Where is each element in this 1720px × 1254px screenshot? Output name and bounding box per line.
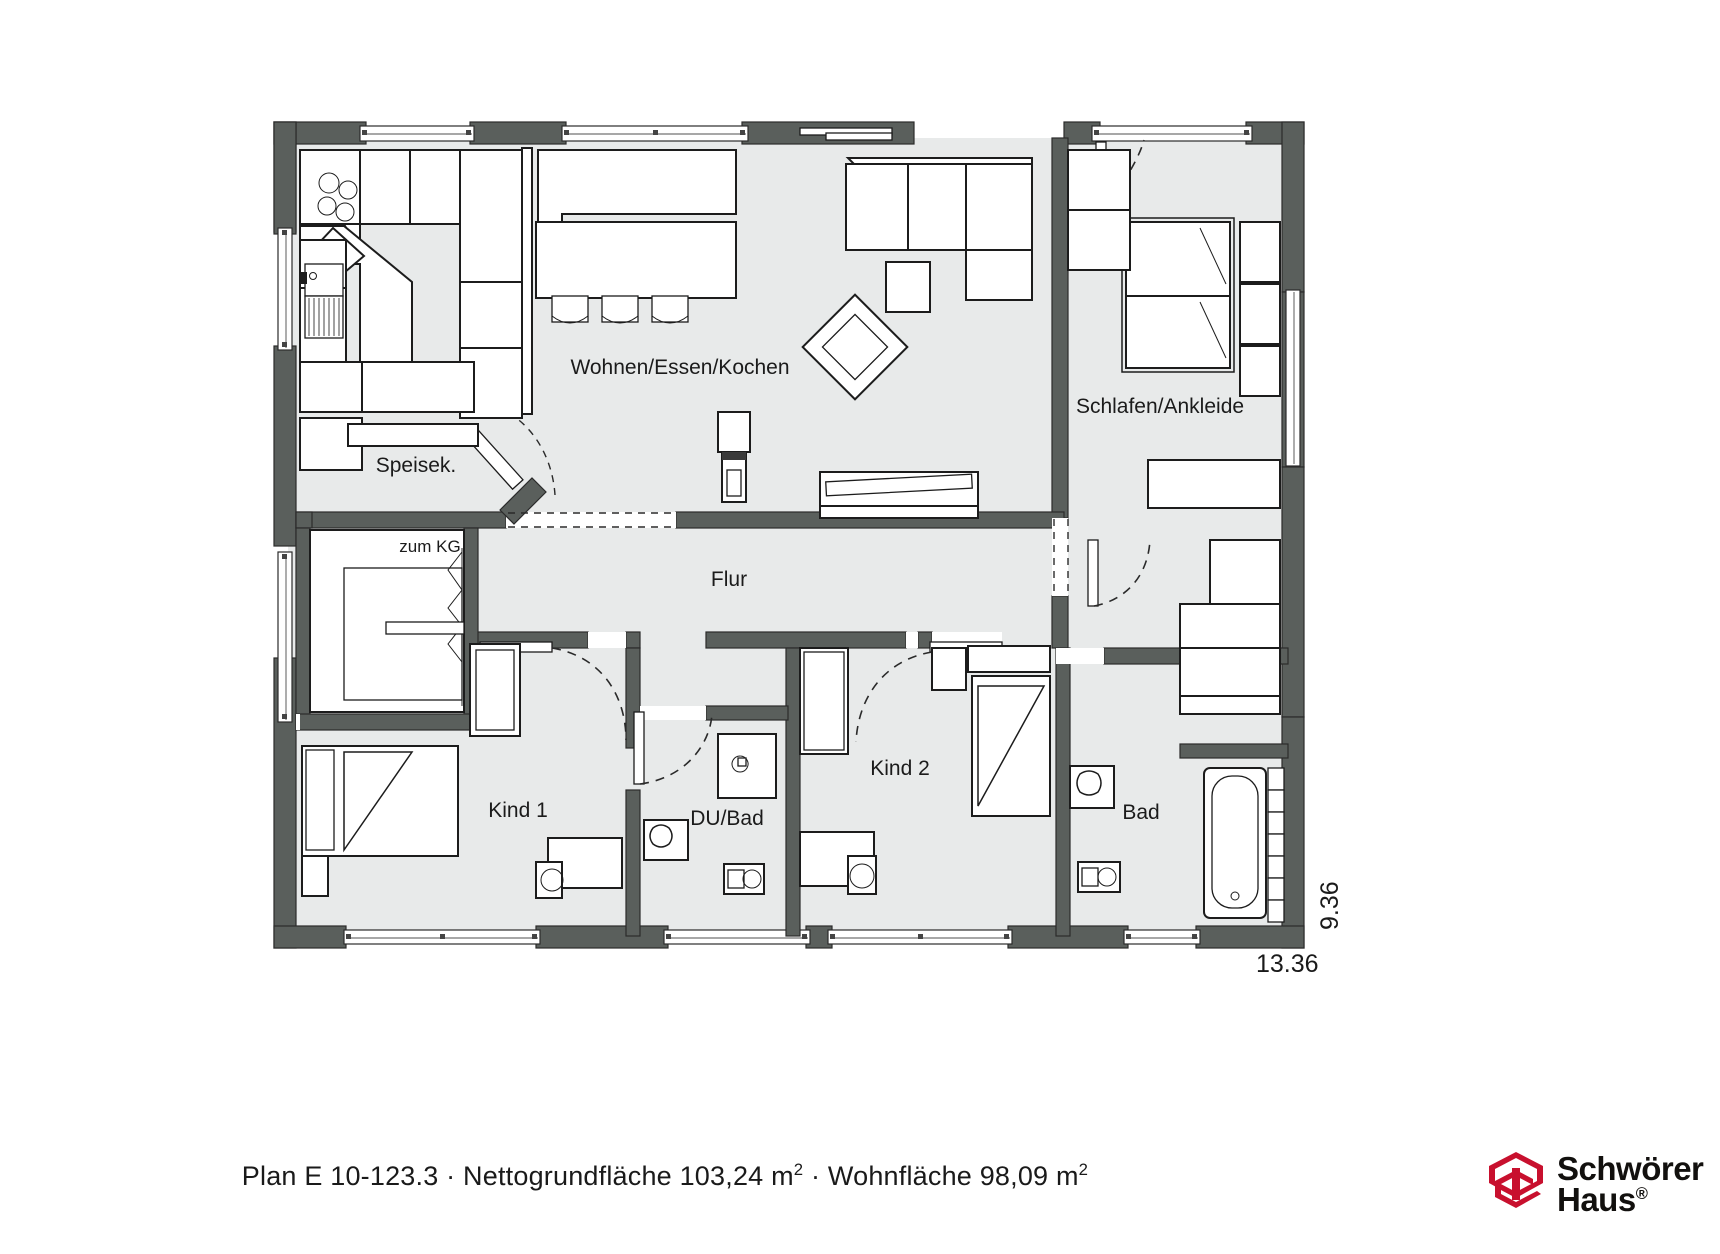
caption-net-area-exponent: 2 xyxy=(793,1160,804,1179)
window-top-3 xyxy=(1091,125,1253,142)
utility-stairs xyxy=(309,529,521,737)
kitchen-furniture xyxy=(299,147,533,471)
window-bottom-1 xyxy=(343,929,541,945)
room-label-schlafen: Schlafen/Ankleide xyxy=(1076,395,1244,418)
room-label-flur: Flur xyxy=(711,568,747,591)
windows xyxy=(277,125,1301,945)
room-label-kind2: Kind 2 xyxy=(870,757,930,780)
dimension-height-label: 9.36 xyxy=(1316,881,1344,930)
window-bottom-3 xyxy=(827,929,1013,945)
armchair xyxy=(801,293,909,401)
caption-net-area-label: Nettogrundfläche xyxy=(463,1161,672,1191)
kind1-furniture xyxy=(301,745,623,899)
window-top-1 xyxy=(359,125,475,142)
brand-line-1: Schwörer xyxy=(1557,1149,1704,1187)
brand-logo: Schwörer Haus® xyxy=(1485,1149,1704,1218)
window-bottom-4 xyxy=(1123,929,1201,945)
sideboard xyxy=(819,471,979,519)
brand-wordmark: Schwörer Haus® xyxy=(1557,1149,1704,1218)
caption-separator-2: · xyxy=(803,1161,828,1191)
exterior-walls xyxy=(273,121,1305,949)
plan-caption: Plan E 10-123.3 · Nettogrundfläche 103,2… xyxy=(0,1160,1330,1192)
room-label-kind1: Kind 1 xyxy=(488,799,548,822)
window-top-2 xyxy=(561,125,749,142)
caption-separator-1: · xyxy=(438,1161,464,1191)
dining-furniture xyxy=(535,149,737,324)
room-label-bad: Bad xyxy=(1122,801,1159,824)
living-room-furniture xyxy=(717,157,1033,503)
tile-strip xyxy=(1267,767,1285,923)
window-left-1 xyxy=(277,227,293,351)
kind2-furniture xyxy=(799,645,1051,895)
bad-fixtures xyxy=(1069,647,1285,923)
dimension-width-label: 13.36 xyxy=(1256,950,1319,978)
caption-net-area-value: 103,24 m xyxy=(679,1161,794,1191)
room-label-wohnen: Wohnen/Essen/Kochen xyxy=(570,356,789,379)
brand-line-2-wrap: Haus® xyxy=(1557,1181,1703,1218)
dubad-fixtures xyxy=(643,733,777,895)
caption-plan-id: Plan E 10-123.3 xyxy=(241,1161,439,1191)
caption-living-area-label: Wohnfläche xyxy=(827,1161,972,1191)
brand-line-2: Haus xyxy=(1557,1181,1636,1218)
interior-walls xyxy=(295,137,1289,937)
room-label-dubad: DU/Bad xyxy=(690,807,764,830)
window-right-1 xyxy=(1285,289,1301,467)
window-bottom-2 xyxy=(663,929,811,945)
registered-trademark-icon: ® xyxy=(1635,1185,1648,1203)
schwoerer-s-hexagon-icon xyxy=(1489,1152,1543,1208)
tv-console xyxy=(717,411,751,503)
door-bad xyxy=(1087,539,1151,607)
room-labels: Wohnen/Essen/Kochen Speisek. zum KG Flur… xyxy=(376,356,1244,830)
room-label-zum-kg: zum KG xyxy=(399,537,460,556)
window-top-terrace xyxy=(799,127,893,141)
door-dubad xyxy=(633,711,713,785)
caption-living-area-exponent: 2 xyxy=(1078,1160,1089,1179)
window-left-2 xyxy=(277,551,293,723)
caption-living-area-value: 98,09 m xyxy=(979,1161,1079,1191)
sliding-door-hall xyxy=(508,512,672,528)
room-label-speisekammer: Speisek. xyxy=(376,454,457,477)
